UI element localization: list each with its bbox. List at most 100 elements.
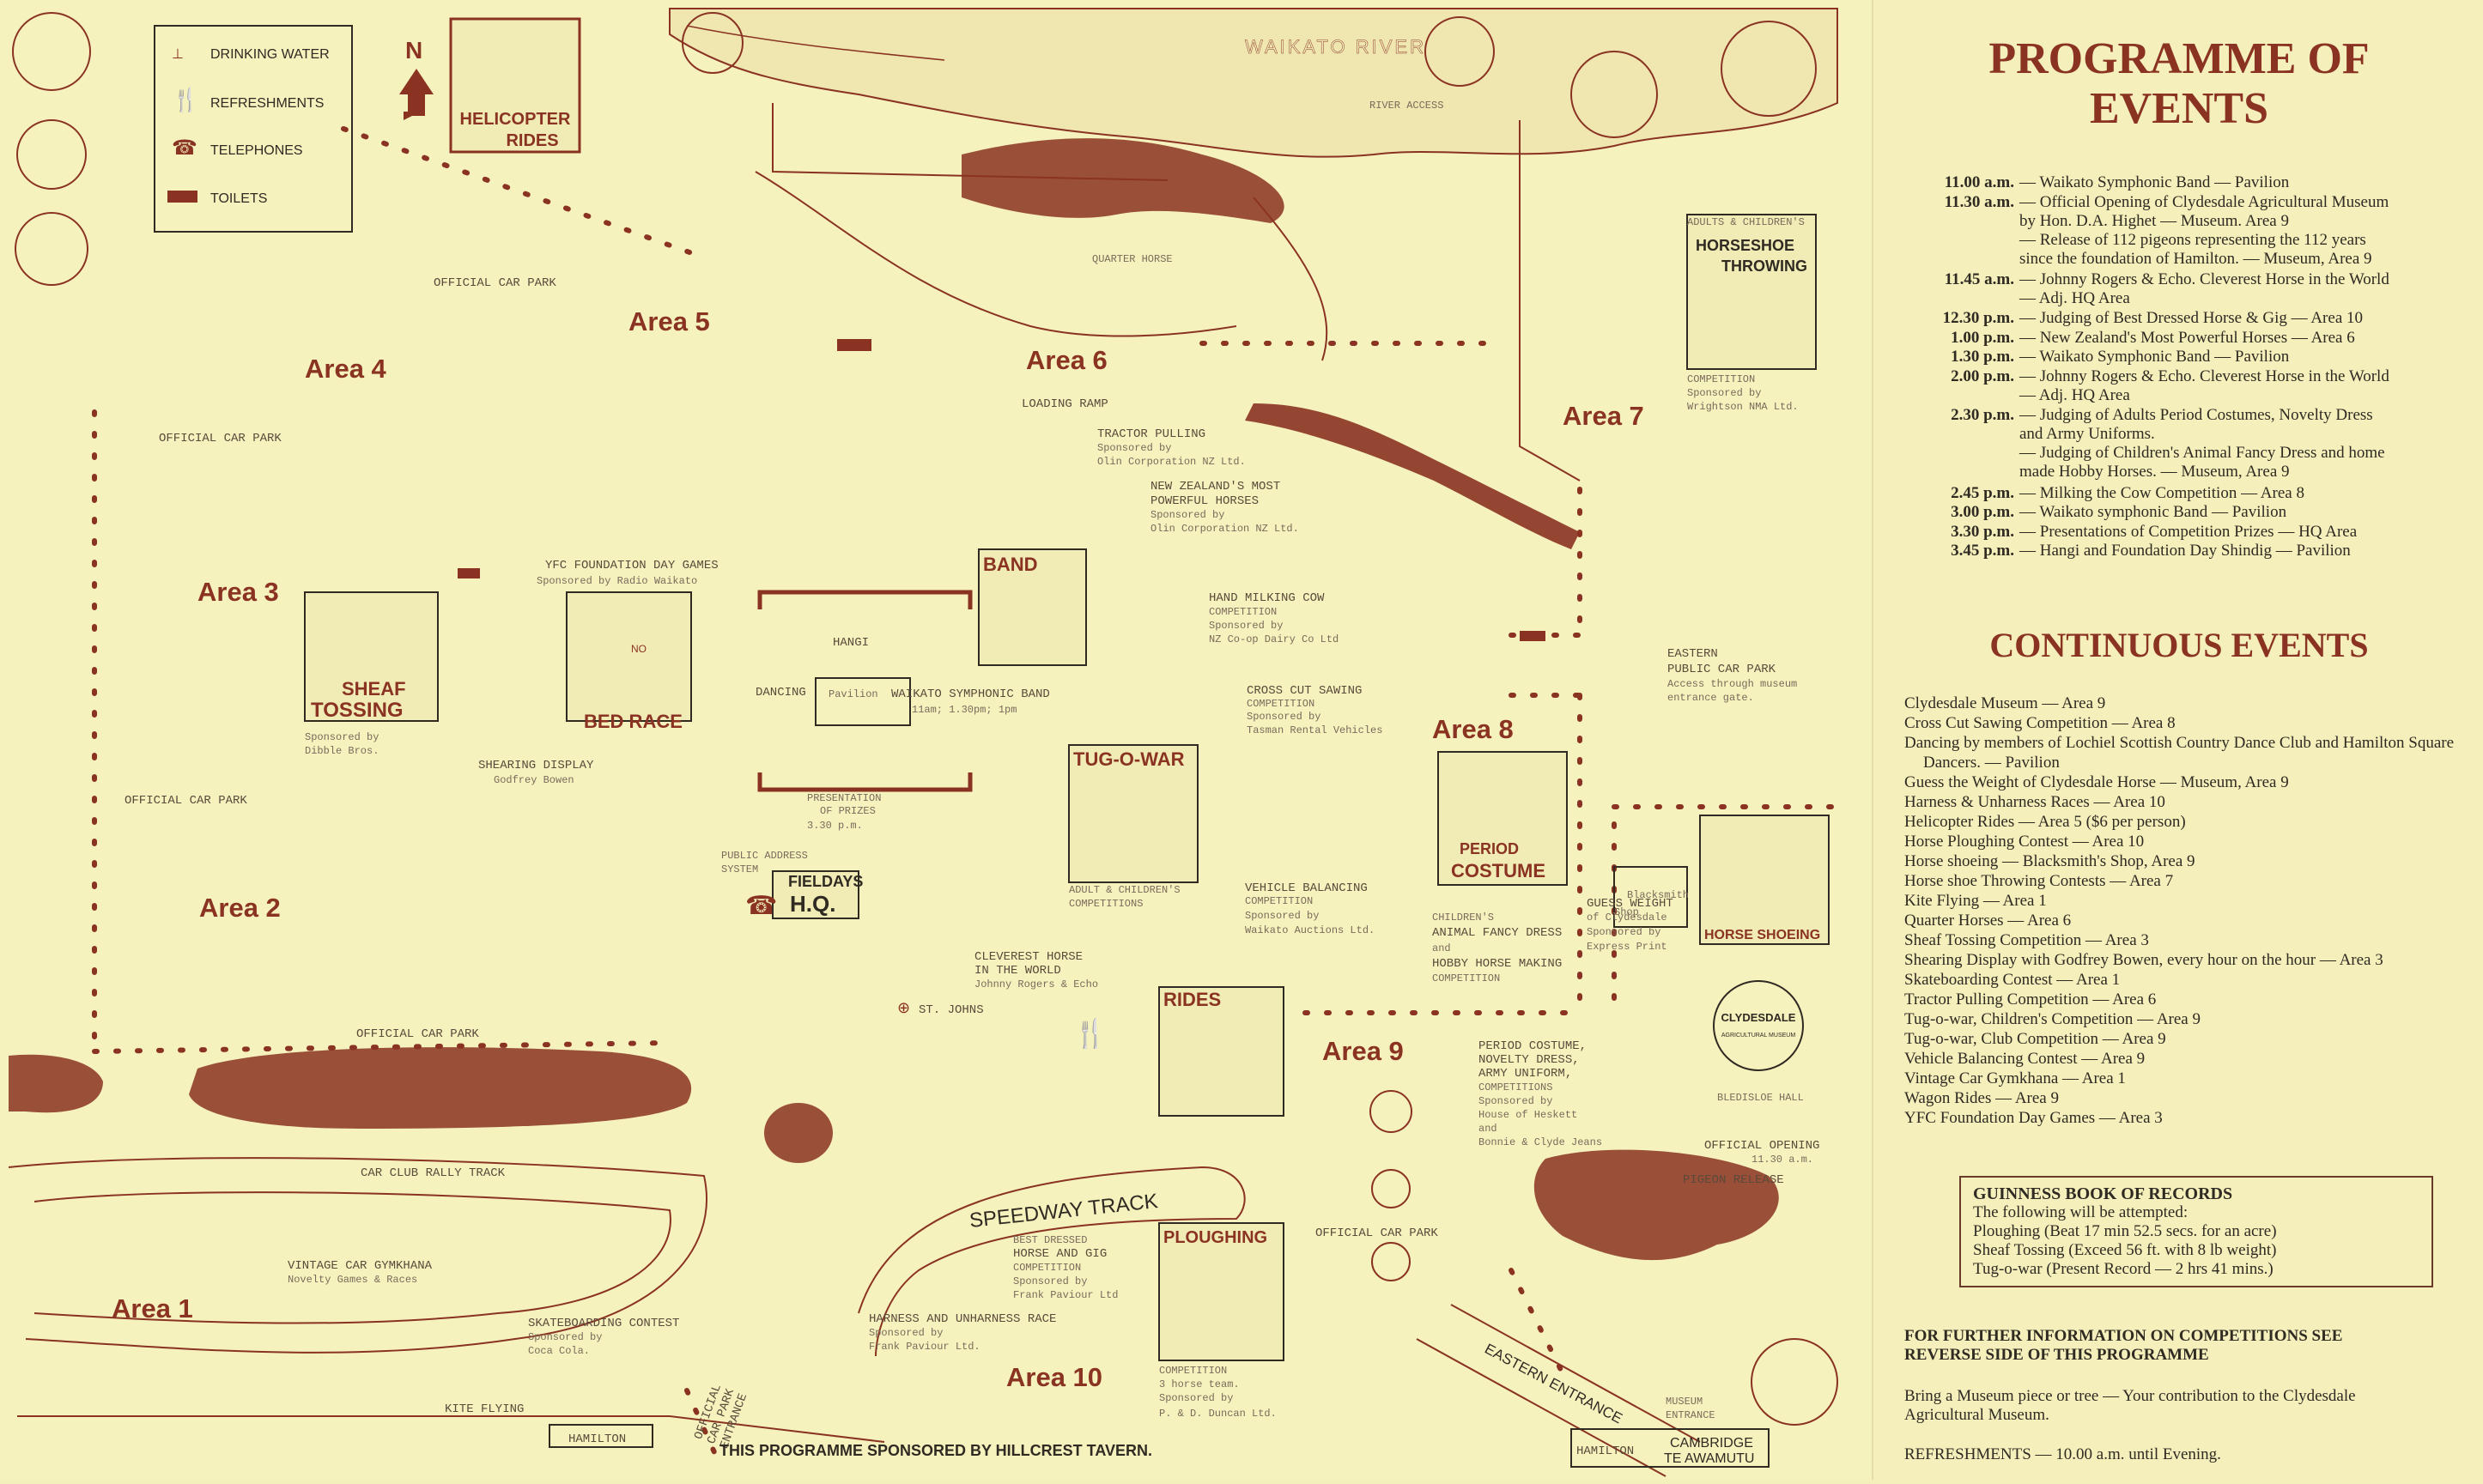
fence-lines [92, 126, 1840, 1470]
map-label: KITE FLYING [445, 1402, 524, 1416]
legend-label: TELEPHONES [210, 143, 303, 158]
continuous-item: Horse shoeing — Blacksmith's Shop, Area … [1904, 852, 2195, 870]
map-label: EASTERN [1667, 647, 1718, 661]
map-label: Tasman Rental Vehicles [1247, 724, 1382, 736]
toilet-icon [458, 568, 480, 578]
continuous-item: Horse shoe Throwing Contests — Area 7 [1904, 872, 2174, 890]
river-access-label: RIVER ACCESS [1369, 100, 1443, 112]
telephone-icon: ☎ [745, 892, 777, 920]
map-label: BLEDISLOE HALL [1717, 1092, 1804, 1104]
event-time: 12.30 p.m. [1942, 309, 2014, 328]
sign-text: COSTUME [1451, 860, 1545, 881]
sign-text: PLOUGHING [1163, 1228, 1267, 1247]
site-map-svg: ⊥ DRINKING WATER 🍴 REFRESHMENTS ☎ TELEPH… [8, 8, 1840, 1477]
car-park-label: OFFICIAL CAR PARK [124, 794, 247, 808]
map-label: Sponsored by [1013, 1275, 1087, 1287]
event-desc: — Milking the Cow Competition — Area 8 [2019, 483, 2304, 502]
event-time: 11.30 a.m. [1944, 192, 2014, 211]
cross-icon: ⊕ [897, 999, 910, 1016]
map-label: COMPETITIONS [1069, 898, 1143, 910]
further-line: FOR FURTHER INFORMATION ON COMPETITIONS … [1904, 1327, 2343, 1345]
cutlery-icon: 🍴 [1073, 1018, 1108, 1050]
sign-text: HELICOPTER [460, 110, 571, 129]
map-label: Shop [1614, 906, 1639, 918]
guinness-line: Tug-o-war (Present Record — 2 hrs 41 min… [1973, 1260, 2274, 1278]
guinness-line: Sheaf Tossing (Exceed 56 ft. with 8 lb w… [1973, 1241, 2277, 1259]
road-north [772, 103, 1169, 181]
event-row: 3.30 p.m.— Presentations of Competition … [1904, 523, 2471, 542]
speedway-track [858, 1166, 1246, 1357]
map-label: ANIMAL FANCY DRESS [1432, 926, 1562, 940]
guinness-title: GUINNESS BOOK OF RECORDS [1973, 1184, 2233, 1203]
map-label: entrance gate. [1667, 692, 1754, 704]
map-label: Blacksmith [1627, 889, 1689, 901]
site-map: ⊥ DRINKING WATER 🍴 REFRESHMENTS ☎ TELEPH… [8, 8, 1840, 1477]
map-label: Sponsored by [1247, 711, 1320, 723]
horseshoe-sign [1699, 815, 1830, 945]
tap-icon: ⊥ [172, 47, 184, 62]
event-desc: made Hobby Horses. — Museum, Area 9 [2019, 463, 2290, 482]
tree-icons [12, 12, 1838, 1426]
sign-text: SHEAF [342, 678, 406, 700]
north-label: N [405, 37, 422, 64]
map-label: LOADING RAMP [1022, 397, 1108, 411]
event-row: 3.45 p.m. — Hangi and Foundation Day Shin… [1904, 542, 2471, 560]
car-park-label: OFFICIAL CAR PARK [434, 276, 556, 290]
map-label: ARMY UNIFORM, [1478, 1067, 1572, 1081]
sign-text: HORSESHOE [1696, 237, 1794, 254]
map-label: GUESS WEIGHT [1587, 897, 1673, 911]
sign-text: NO [631, 643, 647, 655]
road-east-north [1519, 120, 1581, 482]
road-east-2 [1416, 1338, 1666, 1477]
sign-text: RIDES [1163, 989, 1221, 1010]
hq-label: FIELDAYS [788, 873, 863, 890]
continuous-item: Dancing by members of Lochiel Scottish C… [1904, 734, 2455, 772]
legend-label: TOILETS [210, 191, 267, 206]
event-row: 2.00 p.m.— Johnny Rogers & Echo. Clevere… [1904, 367, 2471, 405]
event-desc: — Judging of Best Dressed Horse & Gig — … [2019, 309, 2364, 328]
river-bank [755, 171, 1237, 337]
map-label: COMPETITIONS [1478, 1081, 1552, 1093]
map-label: HARNESS AND UNHARNESS RACE [869, 1312, 1056, 1326]
sign-text: TUG-O-WAR [1073, 748, 1185, 770]
programme-title: PROGRAMME OF EVENTS [1873, 34, 2483, 134]
area-label: Area 7 [1563, 401, 1644, 431]
map-label: BEST DRESSED [1013, 1234, 1087, 1246]
continuous-item: Kite Flying — Area 1 [1904, 892, 2047, 910]
map-label: Frank Paviour Ltd [1013, 1289, 1118, 1301]
event-row: 11.30 a.m.— Official Opening of Clydesda… [1904, 193, 2471, 269]
car-park-label: OFFICIAL CAR PARK [159, 432, 282, 445]
map-label: COMPETITION [1013, 1262, 1081, 1274]
event-time: 11.00 a.m. [1944, 173, 2014, 191]
map-label: ADULT & CHILDREN'S [1069, 884, 1181, 896]
legend-label: REFRESHMENTS [210, 96, 324, 111]
event-time: 3.45 p.m. [1951, 542, 2014, 560]
map-label: HAMILTON [568, 1433, 626, 1446]
sign-text: HORSE SHOEING [1704, 928, 1820, 942]
event-desc: — Hangi and Foundation Day Shindig — Pav… [2019, 542, 2351, 560]
event-signs [304, 214, 1830, 1361]
area-label: Area 4 [305, 354, 387, 384]
map-label: Olin Corporation NZ Ltd. [1150, 523, 1299, 535]
event-row: 11.00 a.m.— Waikato Symphonic Band — Pav… [1904, 173, 2471, 192]
event-row: 1.00 p.m.— New Zealand's Most Powerful H… [1904, 329, 2471, 348]
map-label: IN THE WORLD [974, 964, 1061, 978]
map-label: Bonnie & Clyde Jeans [1478, 1136, 1602, 1148]
continuous-item: Vehicle Balancing Contest — Area 9 [1904, 1050, 2146, 1068]
map-label: Godfrey Bowen [494, 774, 574, 786]
map-label: NZ Co-op Dairy Co Ltd [1209, 633, 1339, 645]
area-label: Area 5 [628, 306, 710, 336]
hq-sign [772, 870, 859, 919]
seal-text: AGRICULTURAL MUSEUM [1721, 1033, 1796, 1039]
sheaf-sign [304, 591, 439, 722]
event-desc: — Judging of Adults Period Costumes, Nov… [2019, 406, 2373, 425]
event-row: 2.30 p.m.— Judging of Adults Period Cost… [1904, 406, 2471, 482]
map-label: Olin Corporation NZ Ltd. [1097, 456, 1246, 468]
event-time: 3.00 p.m. [1951, 503, 2014, 522]
map-label: SYSTEM [721, 863, 758, 875]
continuous-item: Skateboarding Contest — Area 1 [1904, 971, 2121, 989]
sponsor-footer: THIS PROGRAMME SPONSORED BY HILLCREST TA… [719, 1442, 1152, 1459]
bed-race-sign [566, 591, 692, 722]
sign-text: TOSSING [311, 699, 404, 722]
event-desc: and Army Uniforms. [2019, 425, 2155, 444]
